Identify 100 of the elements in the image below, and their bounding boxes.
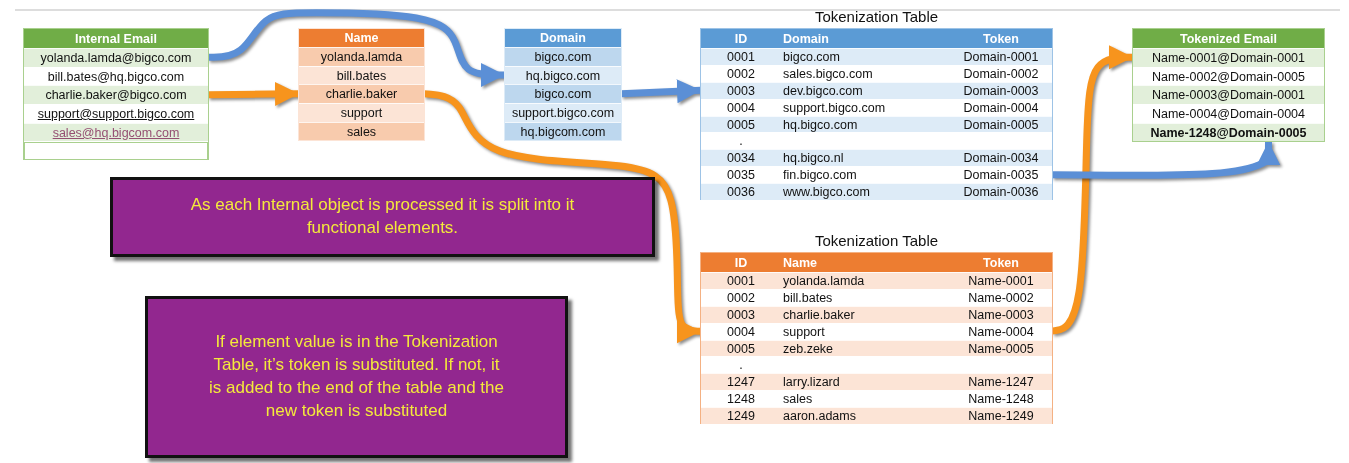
table-cell-text: 1249 <box>726 409 756 424</box>
table-cell-text: hq.bigco.com <box>782 117 859 132</box>
table-cell-text: 0003 <box>726 307 756 322</box>
table-cell-text: hq.bigcom.com <box>519 124 607 139</box>
arrow <box>207 82 300 106</box>
table-cell-text: Name-0005 <box>967 341 1035 356</box>
column-header: ID <box>733 255 749 270</box>
table-cell-text: Name-0004 <box>967 324 1035 339</box>
table-cell-text: 0003 <box>726 83 756 98</box>
table-cell-text: . <box>738 134 744 149</box>
table-cell-text: 0035 <box>726 168 756 183</box>
table-cell-text: Domain-0004 <box>962 100 1040 115</box>
table-cell-text: Domain-0002 <box>962 66 1040 81</box>
table-cell-text: 0004 <box>726 324 756 339</box>
table-cell-text: support <box>339 105 384 120</box>
table-cell-text: charlie.baker <box>324 87 399 102</box>
column-header: ID <box>733 31 749 46</box>
table-cell-text: larry.lizard <box>782 375 841 390</box>
table-row <box>701 149 1052 167</box>
table-cell-text: bill.bates <box>782 290 834 305</box>
table-cell-text: Name-0003@Domain-0001 <box>1150 88 1306 103</box>
table-cell-text: charlie.baker@bigco.com <box>44 88 188 103</box>
table-cell-text: Name-0002 <box>967 290 1035 305</box>
table <box>298 28 425 141</box>
arrow <box>1051 141 1281 179</box>
table-cell-text: sales <box>782 392 814 407</box>
table-cell-text: fin.bigco.com <box>782 168 858 183</box>
table-row <box>1133 85 1324 105</box>
table-cell-text: aaron.adams <box>782 409 857 424</box>
table-cell-text: bigco.com <box>533 87 593 102</box>
table-cell-text: hq.bigco.com <box>524 68 602 83</box>
column-header: Internal Email <box>74 31 158 46</box>
table-cell-text: Name-0001 <box>967 273 1035 288</box>
table-cell-text: 0034 <box>726 151 756 166</box>
table-cell-text: support.bigco.com <box>782 100 887 115</box>
table-row <box>24 141 208 161</box>
column-header: Token <box>982 31 1020 46</box>
table-cell-text: 0001 <box>726 273 756 288</box>
table-cell-text: support@support.bigco.com <box>36 106 196 121</box>
table-cell-text: sales <box>345 124 378 139</box>
table-row <box>24 48 208 67</box>
table-row <box>299 47 424 66</box>
column-header: Name <box>782 255 819 270</box>
table-cell-text: Domain-0005 <box>962 117 1040 132</box>
column-header: Domain <box>782 31 830 46</box>
table-cell-text: bill.bates <box>335 68 388 83</box>
table-cell-text: Domain-0001 <box>962 49 1040 64</box>
table-cell-text: Name-0004@Domain-0004 <box>1150 106 1306 121</box>
column-header: Tokenized Email <box>1179 31 1278 46</box>
table-cell-text: charlie.baker <box>782 307 856 322</box>
table-cell-text: 1248 <box>726 392 756 407</box>
table-cell-text: Name-1248@Domain-0005 <box>1149 125 1308 140</box>
table-row <box>701 48 1052 65</box>
table-row <box>299 84 424 104</box>
table-row <box>701 272 1052 289</box>
note-text: If element value is in the Tokenization Table, it’s token is substituted. If not, it is added to the end of the table and the new token is substituted <box>208 331 505 422</box>
table-cell-text: . <box>738 358 744 373</box>
table-cell-text: 0001 <box>726 49 756 64</box>
table-cell-text: Name-1248 <box>967 392 1035 407</box>
note-text: As each Internal object is processed it is split into it functional elements. <box>189 194 576 239</box>
table-row <box>701 407 1052 425</box>
table-cell-text: Domain-0035 <box>962 168 1040 183</box>
table <box>1132 28 1325 142</box>
table-title: Tokenization Table <box>813 232 940 249</box>
table-cell-text: Domain-0034 <box>962 151 1040 166</box>
table-row <box>701 183 1052 201</box>
table-cell-text: 0004 <box>726 100 756 115</box>
table-cell-text: 0005 <box>726 117 756 132</box>
table-cell-text: Name-1247 <box>967 375 1035 390</box>
table-cell-text: Domain-0003 <box>962 83 1040 98</box>
table-cell-text: yolanda.lamda <box>782 273 866 288</box>
table-cell-text: 0005 <box>726 341 756 356</box>
table-cell-text: Name-0002@Domain-0005 <box>1150 69 1306 84</box>
note-box <box>145 296 568 458</box>
table-cell-text: 0002 <box>726 66 756 81</box>
table-cell-text: 0036 <box>726 185 756 200</box>
table <box>504 28 622 141</box>
note-box <box>110 177 655 257</box>
table-cell-text: sales.bigco.com <box>782 66 874 81</box>
table-cell-text: Domain-0036 <box>962 185 1040 200</box>
table-cell-text: support.bigco.com <box>510 105 616 120</box>
arrow <box>620 79 702 104</box>
table-cell-text: Name-0001@Domain-0001 <box>1150 50 1306 65</box>
table-cell-text: support <box>782 324 826 339</box>
table-row <box>505 84 621 104</box>
table-cell-text: sales@hq.bigcom.com <box>51 125 181 140</box>
table-row <box>24 85 208 105</box>
table-row <box>701 373 1052 391</box>
table-cell-text: bigco.com <box>533 49 593 64</box>
table-cell-text: bigco.com <box>782 49 841 64</box>
table-cell-text: www.bigco.com <box>782 185 871 200</box>
table-cell-text: hq.bigco.nl <box>782 151 845 166</box>
table-cell-text: zeb.zeke <box>782 341 835 356</box>
column-header: Domain <box>539 31 587 45</box>
table-cell-text: dev.bigco.com <box>782 83 864 98</box>
column-header: Token <box>982 255 1020 270</box>
table-row <box>505 47 621 66</box>
arrow <box>423 90 701 344</box>
table-cell-text: 0002 <box>726 290 756 305</box>
table-cell-text: bill.bates@hq.bigco.com <box>46 69 186 84</box>
